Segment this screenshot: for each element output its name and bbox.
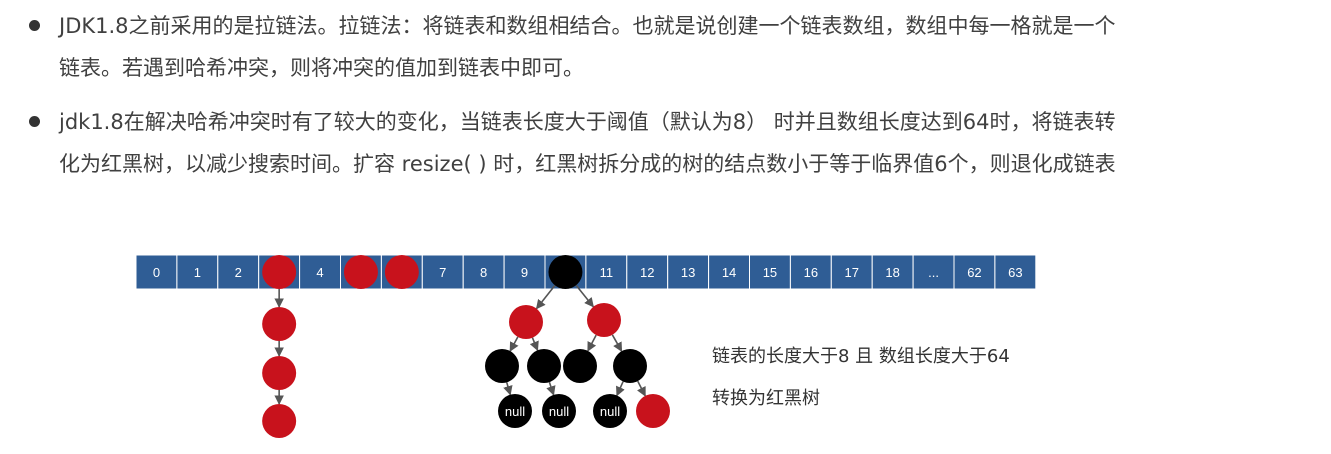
tree-node-red [587,303,621,337]
array-cell [421,254,464,290]
linked-list-node [262,404,297,438]
null-node [593,394,627,428]
bucket-head-node [262,255,297,289]
null-label: null [600,404,620,419]
tree-node-black [613,349,647,383]
array-cell [503,254,546,290]
diagram-caption-convert: 转换为红黑树 [712,388,820,409]
edge-arrow [509,336,519,352]
array-cell-label: 12 [640,265,654,280]
null-node [542,394,576,428]
null-label: null [505,404,525,419]
diagram-nodes: null null null [262,255,670,438]
tree-node-black [485,349,519,383]
array-cell [135,254,178,290]
bullet-item-1: JDK1.8之前采用的是拉链法。拉链法：将链表和数组相结合。也就是说创建一个链表… [29,5,1319,89]
bullet-text-2: jdk1.8在解决哈希冲突时有了较大的变化，当链表长度大于阈值（默认为8） 时并… [59,101,1309,185]
edge-arrow [546,381,556,396]
array-cell-label: 4 [316,265,323,280]
diagram-caption-condition: 链表的长度大于8 且 数组长度大于64 [712,346,1010,367]
linked-list-node [262,356,297,390]
tree-node-black [527,349,561,383]
edge-arrow [575,284,594,308]
bullet-2-line-1: jdk1.8在解决哈希冲突时有了较大的变化，当链表长度大于阈值（默认为8） 时并… [59,110,1116,134]
edge-arrow [637,380,646,397]
array-cell [667,254,710,290]
array-cell [462,254,505,290]
array-cell-label: 15 [763,265,777,280]
tree-node-red [636,394,670,428]
edge-arrow [503,382,513,396]
null-label: null [549,404,569,419]
array-cell [830,254,873,290]
bullet-item-2: jdk1.8在解决哈希冲突时有了较大的变化，当链表长度大于阈值（默认为8） 时并… [29,101,1319,185]
edge-arrow [529,337,539,352]
array-cell-label: 13 [681,265,695,280]
array-cell [953,254,996,290]
array-cell-label: 14 [722,265,736,280]
edge-arrow [535,284,556,310]
array-cell [994,254,1037,290]
bullet-dot [29,116,40,127]
array-cell-label: 2 [235,265,242,280]
array-cell [626,254,669,290]
bucket-head-node [343,255,378,289]
tree-node-black [563,349,597,383]
bullet-dot [29,20,40,31]
tree-node-red [509,305,543,339]
array-cell [585,254,628,290]
bucket-head-node [384,255,419,289]
bullet-1-line-2: 链表。若遇到哈希冲突，则将冲突的值加到链表中即可。 [59,56,584,80]
array-cell-label: 0 [153,265,160,280]
array-cell-label: 8 [480,265,487,280]
array-cell [871,254,914,290]
linked-list-node [262,307,297,341]
array-cell-label: ... [928,265,939,280]
array-cell-label: 1 [194,265,201,280]
array-cell [912,254,955,290]
array-cell-label: 7 [439,265,446,280]
array-cell-label: 62 [967,265,981,280]
bullet-text-1: JDK1.8之前采用的是拉链法。拉链法：将链表和数组相结合。也就是说创建一个链表… [59,5,1309,89]
bullet-1-line-1: JDK1.8之前采用的是拉链法。拉链法：将链表和数组相结合。也就是说创建一个链表… [59,14,1116,38]
bullet-2-line-2: 化为红黑树，以减少搜索时间。扩容 resize( ) 时，红黑树拆分成的树的结点… [59,152,1116,176]
null-node [498,394,532,428]
array-cell [176,254,219,290]
edge-arrow [611,334,623,353]
array-cell-label: 11 [600,265,614,280]
edge-arrow [616,381,625,397]
array-cell-label: 63 [1008,265,1022,280]
array-cell-label: 17 [845,265,859,280]
tree-root-node [548,255,583,289]
edge-arrow [587,334,597,352]
array-cell-label: 16 [804,265,818,280]
array-cell-label: 18 [885,265,899,280]
array-cell-label: 9 [521,265,528,280]
diagram-edges [274,284,646,405]
array-cell [789,254,832,290]
